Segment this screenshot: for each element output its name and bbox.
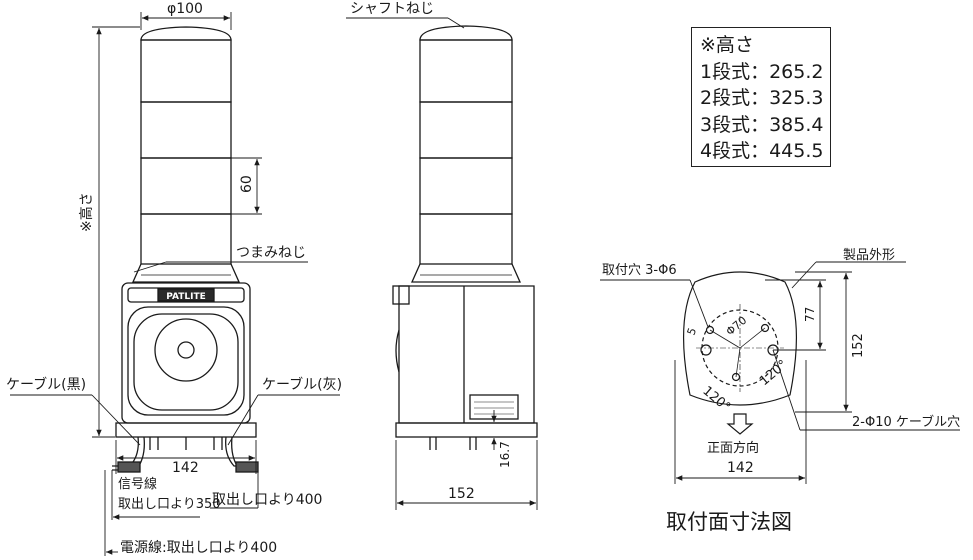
label-cable-holes: 2-Φ10 ケーブル穴 [852,414,960,430]
label-width-142-front: 142 [172,460,199,476]
label-angle-120-right: 120° [757,357,791,389]
label-cable-black: ケーブル(黒) [6,376,86,393]
height-row-3: 3段式：385.4 [700,113,824,136]
label-gray-length: 取出し口より400 [212,492,322,508]
label-mount-142: 142 [727,460,754,476]
side-view [392,25,538,450]
label-power-line: 電源線:取出し口より400 [120,540,277,556]
label-shaft-screw: シャフトねじ [350,1,434,17]
label-outline: 製品外形 [843,248,895,263]
label-signal-line: 信号線 [118,476,157,492]
height-row-4: 4段式：445.5 [700,140,824,162]
label-cable-gray: ケーブル(灰) [262,376,342,393]
label-pcd-70: Φ70 [724,314,750,339]
labels: φ100 シャフトねじ ※高さ 60 つまみねじ PATLITE ケーブル(黒)… [6,1,960,556]
label-dim-5: 5 [685,326,700,337]
height-row-2: 2段式：325.3 [700,87,824,109]
label-dim-152: 152 [851,333,866,358]
label-mount-holes: 取付穴 3-Φ6 [602,263,677,278]
side-dimensions [346,17,538,510]
label-signal-length: 取出し口より350 [118,497,221,512]
label-phi100: φ100 [167,1,203,17]
label-knob-screw: つまみねじ [236,245,306,261]
mounting-view [682,271,798,435]
label-base-16-7: 16.7 [498,441,512,468]
front-view [112,26,259,473]
label-dim-77: 77 [803,307,817,322]
height-row-1: 1段式：265.2 [700,60,824,83]
drawing-caption: 取付面寸法図 [666,510,792,534]
height-table: ※高さ 1段式：265.2 2段式：325.3 3段式：385.4 4段式：44… [691,27,831,167]
label-tier-pitch: 60 [239,175,255,193]
mounting-dimensions [600,261,960,484]
label-width-152-side: 152 [448,486,475,502]
brand-logo: PATLITE [166,292,206,302]
label-front-direction: 正面方向 [707,440,759,456]
label-height-note: ※高さ [78,192,95,232]
front-dimensions [10,12,340,556]
height-table-title: ※高さ [700,34,754,56]
